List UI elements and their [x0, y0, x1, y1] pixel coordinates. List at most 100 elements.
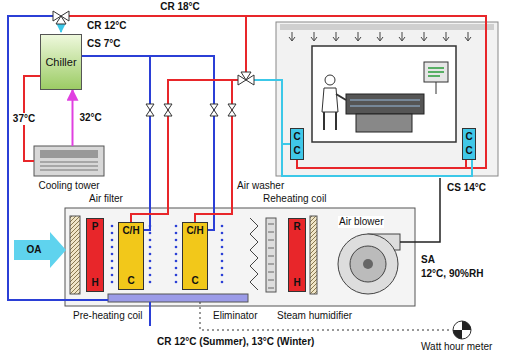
chilled-supply-pipe — [61, 22, 472, 176]
coil-letter: C — [127, 275, 134, 287]
coil-letter: C — [191, 275, 198, 287]
chilled-return-pipe — [149, 302, 151, 326]
airflow-arrow — [289, 32, 295, 41]
spray-nozzle — [221, 281, 224, 284]
spray-nozzle — [221, 225, 224, 228]
steam-humidifier — [268, 288, 274, 289]
steam-humidifier — [268, 224, 274, 288]
steam-humidifier — [268, 256, 274, 257]
chilled-supply-pipe — [254, 80, 472, 176]
part-name: Eliminator — [212, 310, 258, 322]
eliminator-blades — [250, 218, 258, 290]
machine — [346, 62, 448, 132]
outdoor-air-arrow — [14, 232, 66, 268]
spray-nozzle — [175, 232, 178, 235]
spray-nozzle — [221, 246, 224, 249]
air-handling-unit — [108, 294, 248, 302]
airflow-arrow — [311, 32, 317, 41]
cooling-heating-coil: C/HC — [182, 222, 208, 290]
spray-nozzle — [149, 253, 152, 256]
watt-hour-meter — [200, 302, 452, 330]
coil-letter: C — [293, 145, 300, 157]
worker-figure — [324, 112, 336, 130]
air-stream-name: SA — [420, 254, 436, 266]
steam-humidifier — [268, 224, 274, 225]
return-pipe — [131, 80, 238, 222]
air-blower — [350, 246, 386, 282]
clean-room — [276, 22, 498, 176]
chilled-supply-pipe — [82, 56, 214, 230]
watt-hour-meter — [453, 321, 471, 339]
spray-nozzle — [111, 225, 114, 228]
eliminator-blades — [250, 218, 258, 290]
machine — [424, 62, 448, 82]
cooling-unit: CC — [462, 128, 476, 160]
spray-nozzle — [221, 267, 224, 270]
spray-nozzle — [111, 267, 114, 270]
return-pipe — [69, 16, 486, 222]
three-way-valve — [238, 72, 254, 85]
spray-nozzle — [221, 239, 224, 242]
coil-letter: P — [92, 221, 99, 233]
air-handling-unit — [266, 218, 276, 292]
return-pipe — [195, 80, 232, 222]
steam-humidifier — [268, 240, 274, 241]
chilled-supply-pipe — [282, 143, 290, 145]
cooling-tower-figure — [40, 162, 98, 170]
worker-figure — [322, 88, 338, 112]
steam-humidifier — [268, 264, 274, 265]
coil-letter: Chiller — [45, 56, 76, 68]
coil-letter: C/H — [122, 225, 139, 237]
spray-nozzle — [111, 239, 114, 242]
airflow-arrow — [421, 32, 427, 41]
machine — [346, 94, 424, 114]
coil-letter: R — [293, 221, 300, 233]
spray-nozzle — [111, 253, 114, 256]
three-way-valve — [53, 11, 254, 85]
valve — [146, 104, 236, 116]
valve — [164, 104, 172, 116]
chilled-return-pipe — [8, 16, 150, 326]
chilled-return-pipe — [8, 16, 108, 300]
chilled-supply-pipe — [82, 56, 214, 230]
valve — [146, 104, 154, 116]
cooling-tower-figure — [34, 146, 104, 176]
worker-figure — [336, 94, 346, 100]
spray-nozzle — [149, 274, 152, 277]
air-blower — [338, 234, 400, 294]
spray-nozzle — [149, 267, 152, 270]
part-name: Pre-heating coil — [72, 310, 143, 322]
spray-nozzle — [221, 260, 224, 263]
coil-letter: C — [465, 131, 472, 143]
spray-nozzle — [149, 246, 152, 249]
spray-nozzle — [111, 246, 114, 249]
spray-nozzle — [175, 253, 178, 256]
cooling-heating-coil: C/H C — [118, 222, 144, 290]
steam-humidifier — [268, 280, 274, 281]
temperature-label: 32°C — [79, 112, 103, 124]
cooling-unit: CC — [290, 128, 304, 160]
coil-letter: H — [91, 277, 98, 289]
air-handling-unit — [65, 208, 415, 306]
airflow-arrow — [289, 32, 471, 41]
valve — [228, 104, 236, 116]
spray-nozzle — [221, 232, 224, 235]
spray-nozzle — [149, 281, 152, 284]
water-pipe — [72, 90, 74, 146]
machine — [356, 114, 412, 132]
cooling-tower-figure — [34, 146, 104, 176]
spray-nozzle — [175, 225, 178, 228]
pipe-temperature: CR 18°C — [159, 1, 201, 13]
spray-nozzle — [149, 260, 152, 263]
spray-nozzle — [175, 260, 178, 263]
cooling-tower: Cooling tower — [34, 146, 104, 176]
part-name: Air filter — [88, 193, 124, 205]
pipe-temperature: CS 14°C — [446, 182, 487, 194]
spray-nozzle — [111, 281, 114, 284]
return-pipe — [245, 16, 247, 72]
coil-letter: C — [465, 145, 472, 157]
machine — [436, 82, 437, 94]
chiller-unit: Chiller — [40, 34, 82, 90]
air-blower — [363, 259, 373, 269]
spray-nozzle — [175, 281, 178, 284]
